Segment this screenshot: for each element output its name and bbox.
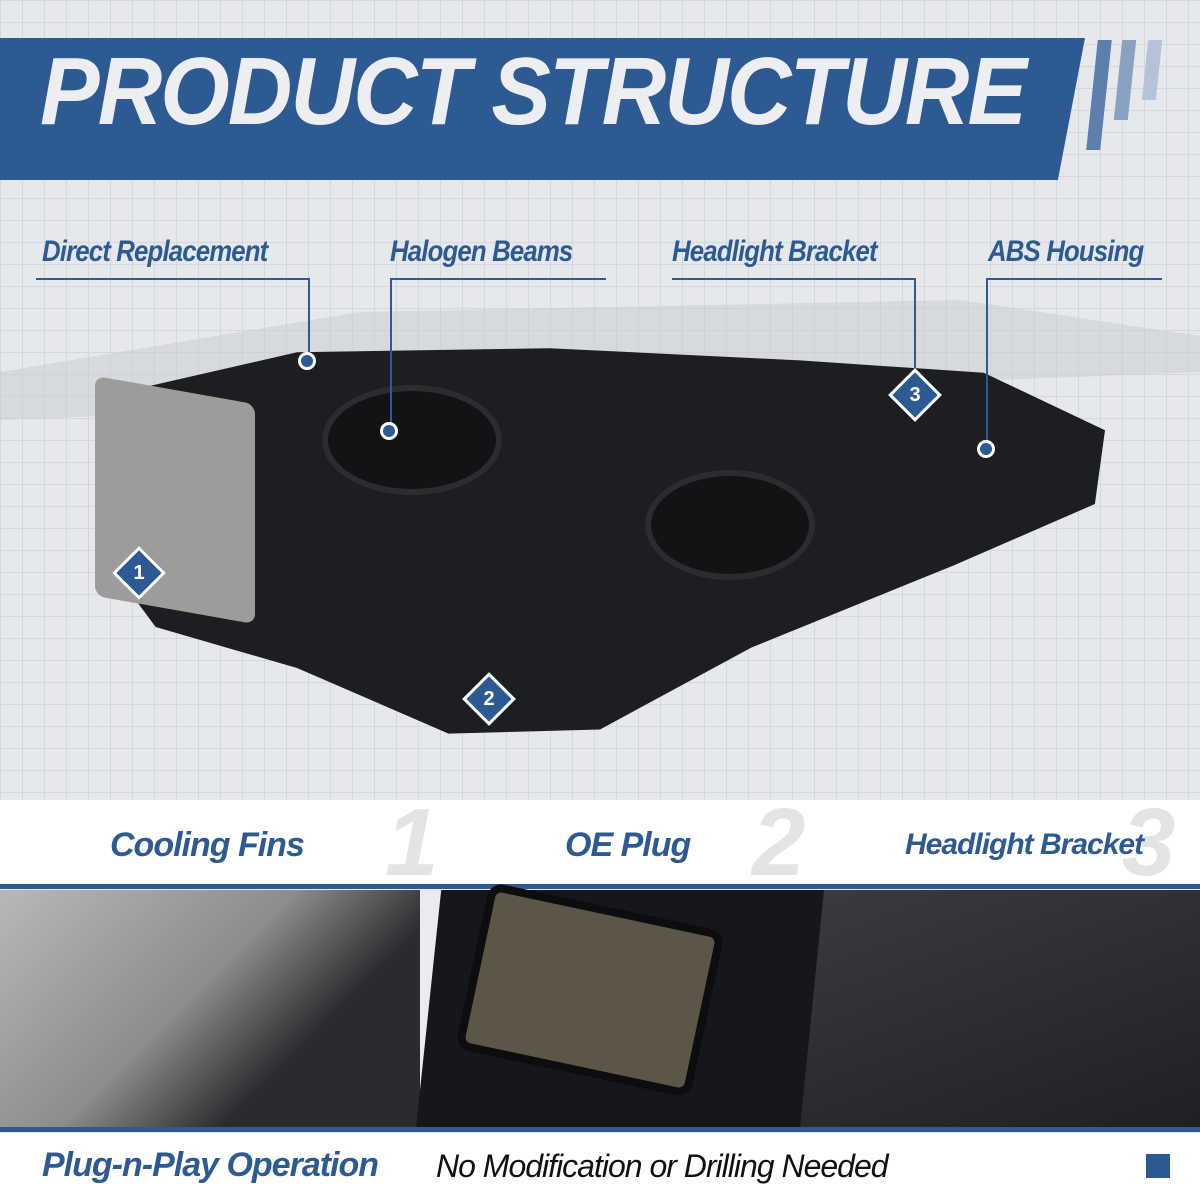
page-title: PRODUCT STRUCTURE xyxy=(40,38,1027,145)
callout-headlight-bracket: Headlight Bracket xyxy=(672,235,878,268)
feature-label-oe-plug: OE Plug xyxy=(565,826,691,864)
callout-line xyxy=(914,278,916,378)
badge-number: 3 xyxy=(909,384,921,406)
badge-number: 1 xyxy=(133,562,145,584)
callout-line xyxy=(36,278,310,280)
badge-number: 2 xyxy=(483,688,495,710)
title-banner xyxy=(0,38,1085,180)
divider xyxy=(0,1127,1200,1132)
callout-dot xyxy=(380,422,398,440)
callout-line xyxy=(390,278,392,428)
brand-square xyxy=(1146,1154,1170,1178)
feature-strip xyxy=(0,800,1200,885)
callout-abs-housing: ABS Housing xyxy=(988,235,1144,268)
beam-cap xyxy=(322,385,502,495)
footer-subtext: No Modification or Drilling Needed xyxy=(436,1148,889,1184)
callout-line xyxy=(308,278,310,358)
callout-line xyxy=(986,278,1162,280)
callout-line xyxy=(672,278,916,280)
callout-dot xyxy=(298,352,316,370)
callout-line xyxy=(986,278,988,448)
cooling-fins-photo xyxy=(0,890,420,1128)
cooling-fins-shape xyxy=(95,375,255,625)
feature-label-cooling-fins: Cooling Fins xyxy=(110,826,305,864)
footer-headline: Plug-n-Play Operation xyxy=(42,1146,379,1184)
beam-cap xyxy=(645,470,815,580)
feature-number: 1 xyxy=(385,789,439,896)
callout-dot xyxy=(977,440,995,458)
feature-number: 2 xyxy=(752,789,806,896)
callout-direct-replacement: Direct Replacement xyxy=(42,235,268,268)
callout-line xyxy=(390,278,606,280)
footer xyxy=(0,1133,1200,1200)
headlight-bracket-photo xyxy=(800,890,1200,1128)
divider xyxy=(0,884,1200,889)
callout-halogen-beams: Halogen Beams xyxy=(390,235,573,268)
feature-number: 3 xyxy=(1122,789,1176,896)
feature-label-headlight-bracket: Headlight Bracket xyxy=(905,828,1144,861)
